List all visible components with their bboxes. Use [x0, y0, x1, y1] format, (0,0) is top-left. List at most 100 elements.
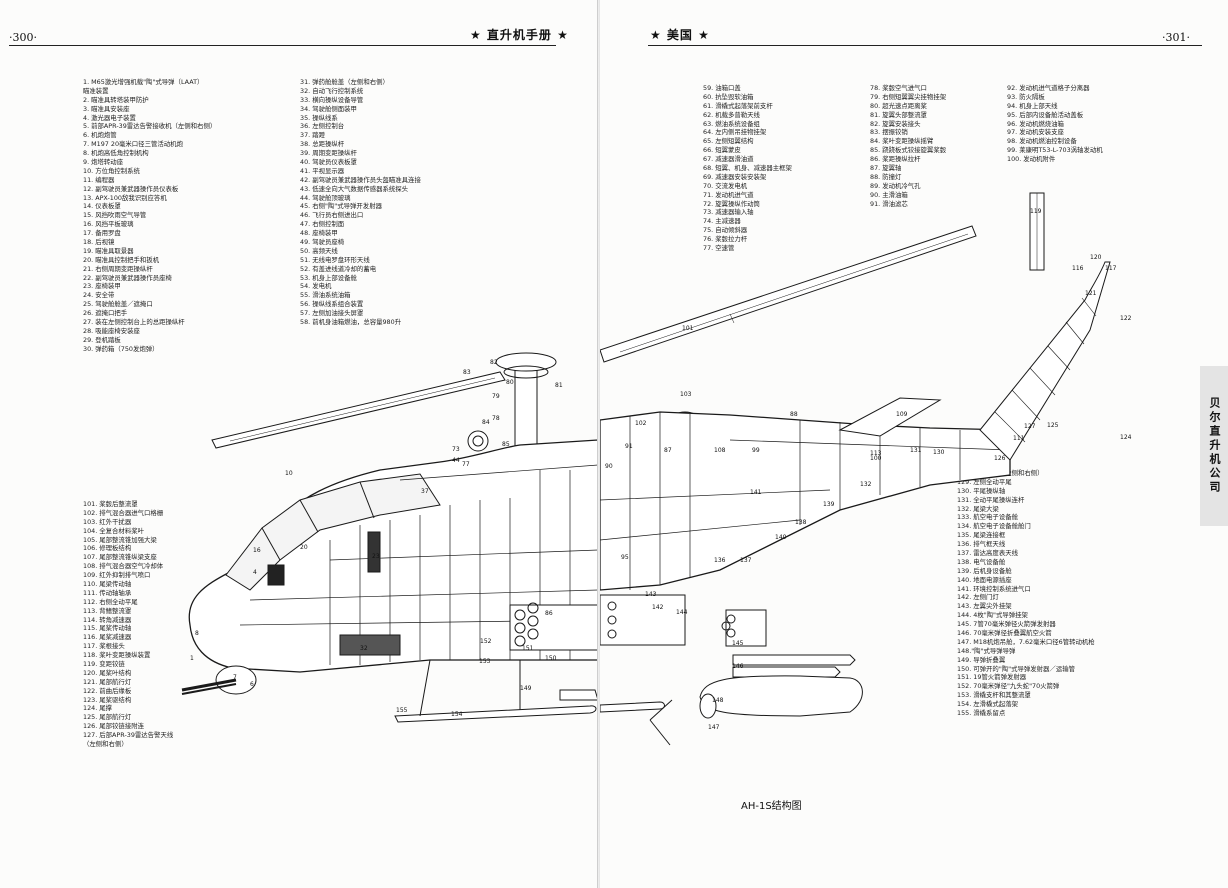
- callout-number: 147: [708, 724, 720, 731]
- legend-entry: 111. 传动轴轴承: [83, 588, 132, 597]
- legend-entry: 130. 平尾操纵轴: [957, 486, 1006, 495]
- callout-number: 78: [492, 415, 500, 422]
- callout-number: 87: [664, 447, 672, 454]
- callout-number: 127: [1024, 423, 1036, 430]
- callout-number: 37: [421, 488, 429, 495]
- legend-entry: 146. 70毫米弹径折叠翼航空火箭: [957, 629, 1052, 638]
- legend-entry: 38. 总距操纵杆: [300, 140, 345, 149]
- legend-entry: 50. 高频天线: [300, 246, 338, 255]
- legend-entry: 5. 前部APR-39雷达告警接收机（左侧和右侧）: [83, 122, 217, 131]
- legend-entry: 55. 滑油系统油箱: [300, 291, 351, 300]
- legend-entry: 134. 航空电子设备舱舱门: [957, 522, 1031, 531]
- side-tab-label: 贝尔直升机公司: [1208, 397, 1221, 495]
- legend-entry: 62. 机载多普勒天线: [703, 110, 760, 119]
- legend-entry: 27. 装在左侧控制台上的总距操纵杆: [83, 318, 185, 327]
- legend-entry: 94. 机身上部天线: [1007, 101, 1058, 110]
- legend-entry: 106. 修理板结构: [83, 544, 132, 553]
- legend-entry: 85. 跷跷板式铰接旋翼桨毂: [870, 146, 947, 155]
- legend-entry: 19. 瞄准具取景器: [83, 246, 134, 255]
- legend-entry: 57. 左侧加油接头屏罩: [300, 309, 364, 318]
- legend-entry: 89. 发动机冷气孔: [870, 181, 921, 190]
- callout-number: 142: [652, 604, 664, 611]
- legend-entry: 67. 减速器滑油道: [703, 155, 754, 164]
- legend-entry: 155. 滑橇系留点: [957, 709, 1006, 718]
- legend-entry: 47. 右侧控制面: [300, 220, 345, 229]
- legend-entry: 152. 70毫米弹径"九头蛇"70火箭弹: [957, 682, 1060, 691]
- legend-entry: 49. 驾驶员座椅: [300, 238, 345, 247]
- legend-entry: 125. 尾部航行灯: [83, 713, 132, 722]
- legend-entry: 13. APX-100敌我识别应答机: [83, 193, 167, 202]
- callout-number: 148: [712, 697, 724, 704]
- callout-number: 88: [790, 411, 798, 418]
- left-skid: [394, 705, 597, 723]
- legend-entry: 82. 旋翼安装接头: [870, 119, 921, 128]
- legend-entry: 133. 航空电子设备舱: [957, 513, 1018, 522]
- legend-entry: 37. 踏蹬: [300, 131, 325, 140]
- legend-entry: 74. 主减速器: [703, 217, 741, 226]
- legend-entry: 1. M65激光增强机载"陶"式导弹（LAAT）: [83, 78, 204, 86]
- legend-entry: 124. 尾撑: [83, 704, 113, 713]
- callout-number: 91: [625, 443, 633, 450]
- callout-number: 130: [933, 449, 945, 456]
- legend-entry: 12. 副驾驶员兼武器操作员仪表板: [83, 184, 179, 193]
- callout-number: 125: [1047, 422, 1059, 429]
- callout-number: 82: [490, 359, 498, 366]
- legend-entry: 22. 副驾驶员兼武器操作员座椅: [83, 273, 172, 282]
- legend-entry: 66. 短翼蒙皮: [703, 146, 741, 155]
- callout-number: 16: [253, 547, 261, 554]
- callout-number: 126: [994, 455, 1006, 462]
- legend-entry: 73. 减速器输入轴: [703, 208, 754, 217]
- legend-entry: 42. 副驾驶员兼武器操作员头盔瞄准具连接: [300, 175, 421, 184]
- legend-entry: 153. 滑橇支杆和其整流罩: [957, 691, 1031, 700]
- callout-number: 121: [1085, 290, 1097, 297]
- callout-number: 151: [522, 645, 534, 652]
- callout-number: 73: [452, 446, 460, 453]
- rocket-pod-19: [600, 594, 686, 646]
- legend-entry: 148."陶"式导弹导弹: [957, 646, 1016, 655]
- legend-entry: 132. 尾梁大梁: [957, 504, 999, 513]
- callout-number: 32: [360, 645, 368, 652]
- legend-entry: 53. 机身上部设备舱: [300, 273, 357, 282]
- left-missile-pod: [509, 602, 598, 651]
- callout-number: 132: [860, 481, 872, 488]
- callout-number: 109: [896, 411, 908, 418]
- rocket-pod-7: [721, 609, 767, 647]
- main-rotor-blade-right: [600, 225, 977, 363]
- callout-number: 122: [1120, 315, 1132, 322]
- legend-entry: 105. 尾部整流锥加强大梁: [83, 535, 157, 544]
- callout-number: 149: [520, 685, 532, 692]
- legend-entry: 34. 驾驶舱侧面装甲: [300, 104, 357, 113]
- legend-entry: 64. 左内侧吊挂物挂架: [703, 128, 767, 137]
- callout-number: 124: [1120, 434, 1132, 441]
- legend-entry: 88. 防撞灯: [870, 172, 902, 181]
- legend-entry: 10. 方位角控制系统: [83, 166, 140, 175]
- legend-entry: 92. 发动机进气道格子分离器: [1007, 84, 1090, 92]
- legend-entry: 40. 驾驶员仪表板罩: [300, 158, 357, 167]
- legend-entry: 31. 弹药舱舱盖（左侧和右侧）: [300, 78, 389, 86]
- legend-entry: 瞄准装置: [83, 86, 109, 95]
- legend-entry: 7. M197 20毫米口径三管活动机炮: [83, 140, 183, 149]
- legend-entry: 75. 自动倾斜器: [703, 226, 748, 235]
- legend-entry: 39. 周期变距操纵杆: [300, 149, 357, 158]
- legend-entry: 104. 全复合材料桨叶: [83, 526, 144, 535]
- callout-number: 141: [750, 489, 762, 496]
- callout-number: 77: [462, 461, 470, 468]
- legend-entry: 90. 主滑油箱: [870, 190, 908, 199]
- callout-number: 1: [190, 655, 194, 662]
- legend-entry: 103. 红外干扰器: [83, 517, 132, 526]
- legend-entry: 23. 座椅装甲: [83, 282, 121, 291]
- callout-number: 137: [740, 557, 752, 564]
- legend-entry: 140. 地面电源插座: [957, 575, 1012, 584]
- legend-entry: 151. 19管火箭弹发射器: [957, 673, 1027, 682]
- callout-number: 131: [910, 447, 922, 454]
- legend-entry: 54. 发电机: [300, 282, 332, 291]
- legend-entry: 143. 左翼尖外挂架: [957, 602, 1012, 611]
- legend-entry: 20. 瞄准具控制把手和扳机: [83, 255, 160, 264]
- legend-entry: 45. 右侧"陶"式导弹开发射器: [300, 202, 382, 211]
- fuselage-outline-front: [188, 439, 598, 673]
- legend-entry: 137. 雷达高度表天线: [957, 549, 1018, 558]
- legend-entry: 2. 瞄准具转塔装甲防护: [83, 95, 149, 104]
- legend-entry: 32. 自动飞行控制系统: [300, 86, 364, 95]
